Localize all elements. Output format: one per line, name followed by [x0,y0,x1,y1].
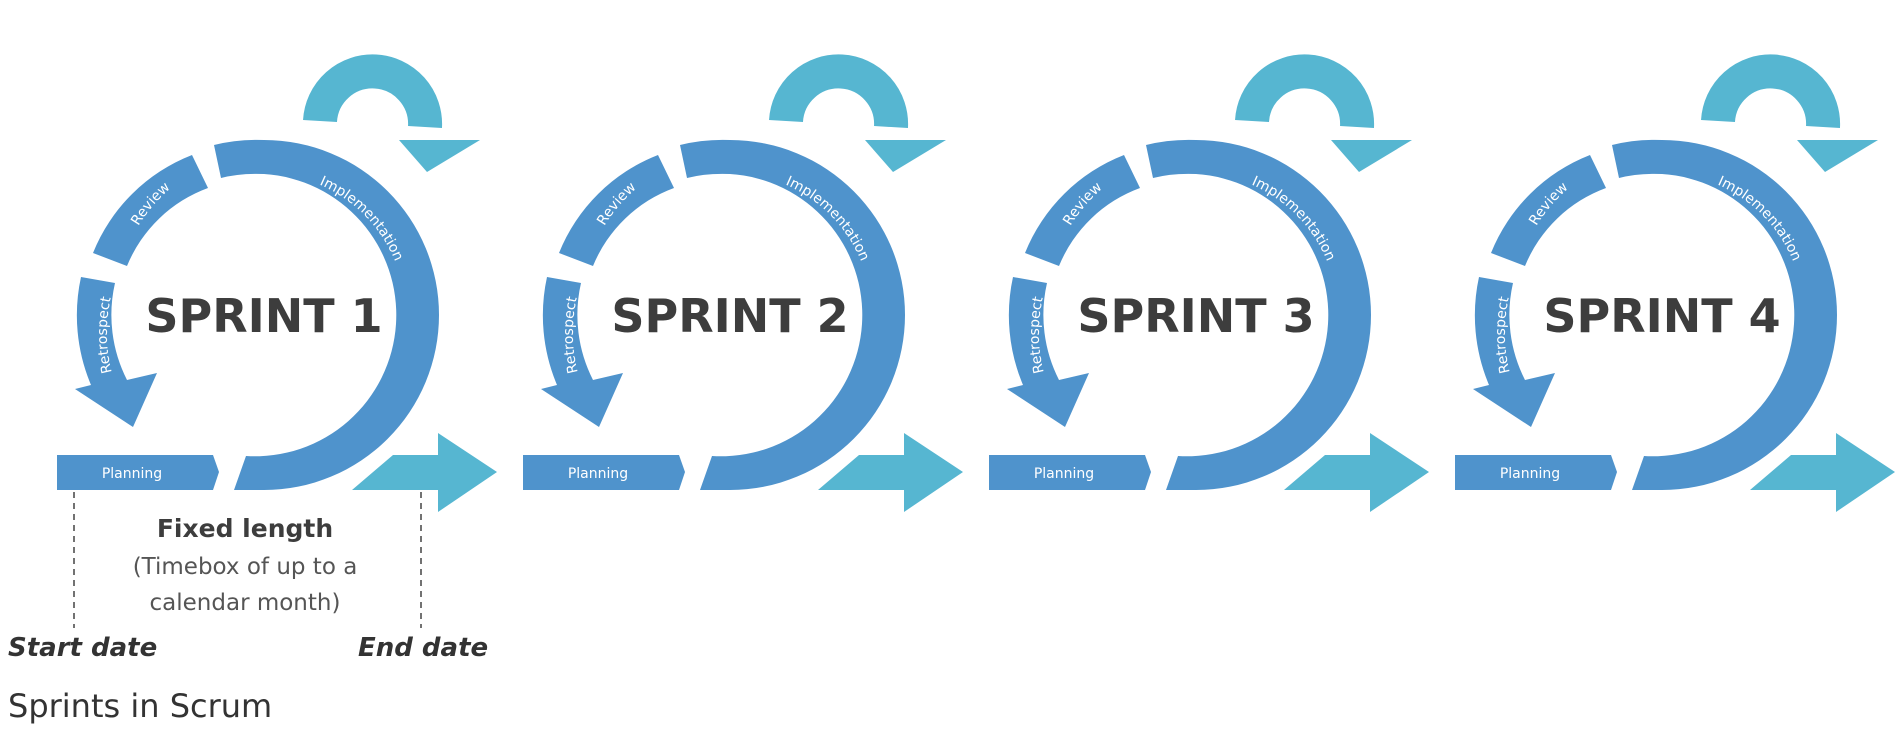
loop-arrow-head [865,140,946,172]
implementation-arc [214,139,439,490]
implementation-arc [1146,139,1371,490]
sprint-cycle-4: SPRINT 4PlanningImplementationReviewRetr… [1455,54,1895,512]
loop-arrow-head [399,140,480,172]
planning-bar [1455,455,1617,490]
planning-label: Planning [1500,466,1560,482]
sprint-cycle-1: SPRINT 1PlanningImplementationReviewRetr… [57,54,497,512]
review-arc [1025,155,1140,266]
planning-label: Planning [1034,466,1094,482]
sprint-title: SPRINT 1 [145,289,382,343]
figure-caption: Sprints in Scrum [8,687,273,725]
loop-arc [769,54,909,128]
sprint-cycle-2: SPRINT 2PlanningImplementationReviewRetr… [523,54,963,512]
planning-bar [523,455,685,490]
sprint-title: SPRINT 4 [1543,289,1780,343]
retrospect-label: Retrospect [1027,295,1048,375]
sprint-cycle-3: SPRINT 3PlanningImplementationReviewRetr… [989,54,1429,512]
review-arc [559,155,674,266]
retrospect-arrow [541,277,623,427]
review-arc [1491,155,1606,266]
review-arc [93,155,208,266]
fixed-length-label: Fixed length [157,514,333,543]
planning-label: Planning [568,466,628,482]
timebox-label-line2: calendar month) [150,590,341,616]
next-sprint-arrow [1750,433,1895,512]
retrospect-arrow [1007,277,1089,427]
sprint-title: SPRINT 3 [1077,289,1314,343]
sprint-title: SPRINT 2 [611,289,848,343]
loop-arc [1701,54,1841,128]
loop-arc [1235,54,1375,128]
retrospect-label: Retrospect [1493,295,1514,375]
next-sprint-arrow [1284,433,1429,512]
retrospect-arrow [75,277,157,427]
fixed-length-annotation: Fixed length (Timebox of up to a calenda… [8,492,488,663]
start-date-label: Start date [8,633,157,663]
retrospect-label: Retrospect [95,295,116,375]
retrospect-arrow [1473,277,1555,427]
loop-arrow-head [1797,140,1878,172]
timebox-label-line1: (Timebox of up to a [133,554,358,580]
planning-label: Planning [102,466,162,482]
implementation-arc [680,139,905,490]
loop-arrow-head [1331,140,1412,172]
implementation-arc [1612,139,1837,490]
retrospect-label: Retrospect [561,295,582,375]
next-sprint-arrow [818,433,963,512]
loop-arc [303,54,443,128]
planning-bar [989,455,1151,490]
end-date-label: End date [358,633,488,663]
planning-bar [57,455,219,490]
next-sprint-arrow [352,433,497,512]
